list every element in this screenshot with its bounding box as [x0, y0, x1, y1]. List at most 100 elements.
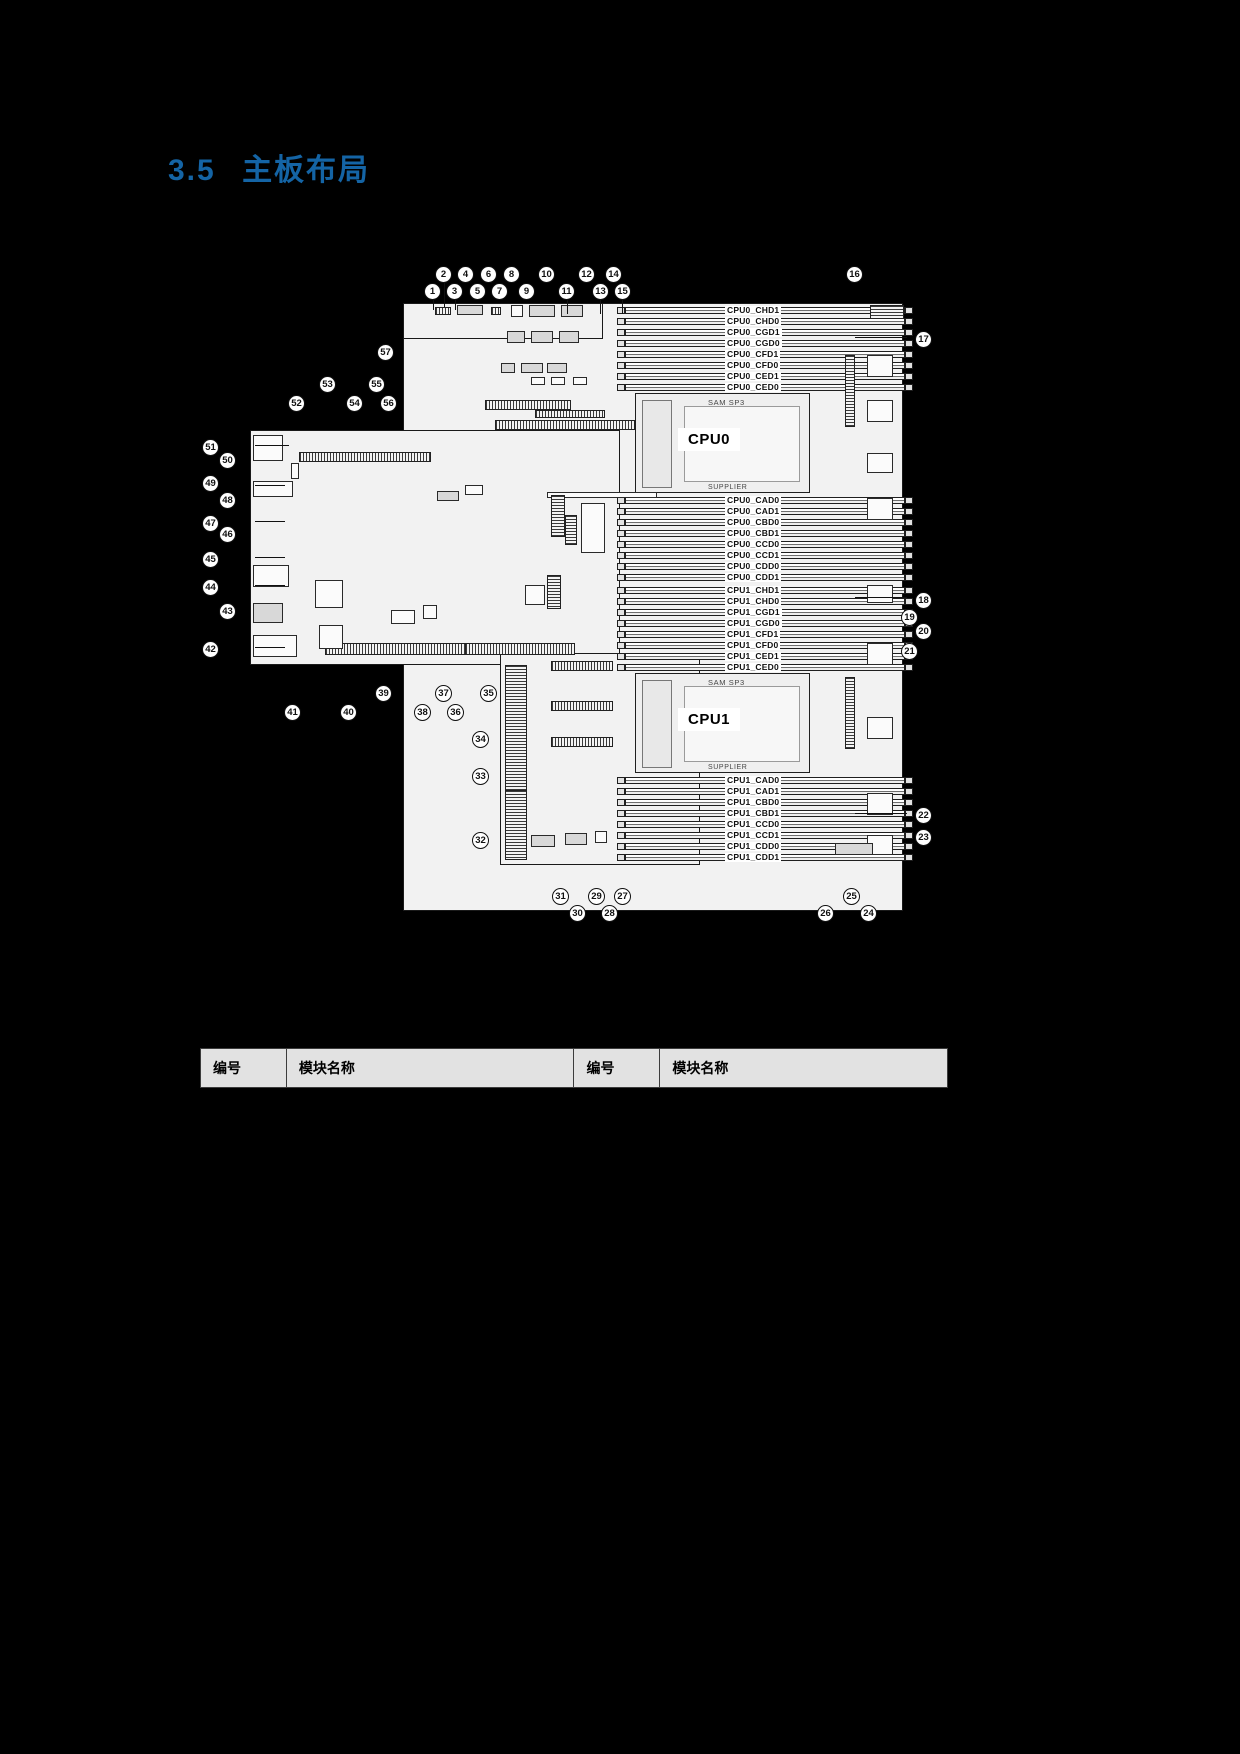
callout-47[interactable]: 47: [202, 515, 219, 532]
callout-43[interactable]: 43: [219, 603, 236, 620]
callout-24[interactable]: 24: [860, 905, 877, 922]
dimm-latch-left[interactable]: [617, 351, 625, 358]
dimm-latch-left[interactable]: [617, 340, 625, 347]
callout-46[interactable]: 46: [219, 526, 236, 543]
dimm-latch-right[interactable]: [905, 373, 913, 380]
callout-50[interactable]: 50: [219, 452, 236, 469]
dimm-latch-right[interactable]: [905, 340, 913, 347]
callout-7[interactable]: 7: [491, 283, 508, 300]
dimm-latch-left[interactable]: [617, 373, 625, 380]
dimm-latch-left[interactable]: [617, 384, 625, 391]
callout-3[interactable]: 3: [446, 283, 463, 300]
callout-41[interactable]: 41: [284, 704, 301, 721]
dimm-latch-left[interactable]: [617, 788, 625, 795]
dimm-latch-left[interactable]: [617, 821, 625, 828]
dimm-latch-right[interactable]: [905, 351, 913, 358]
callout-48[interactable]: 48: [219, 492, 236, 509]
dimm-latch-right[interactable]: [905, 832, 913, 839]
dimm-latch-left[interactable]: [617, 362, 625, 369]
callout-45[interactable]: 45: [202, 551, 219, 568]
dimm-latch-right[interactable]: [905, 574, 913, 581]
callout-6[interactable]: 6: [480, 266, 497, 283]
dimm-latch-left[interactable]: [617, 609, 625, 616]
callout-5[interactable]: 5: [469, 283, 486, 300]
callout-34[interactable]: 34: [472, 731, 489, 748]
callout-23[interactable]: 23: [915, 829, 932, 846]
dimm-latch-right[interactable]: [905, 541, 913, 548]
dimm-latch-left[interactable]: [617, 832, 625, 839]
dimm-latch-left[interactable]: [617, 854, 625, 861]
callout-44[interactable]: 44: [202, 579, 219, 596]
callout-35[interactable]: 35: [480, 685, 497, 702]
dimm-latch-right[interactable]: [905, 318, 913, 325]
callout-27[interactable]: 27: [614, 888, 631, 905]
callout-36[interactable]: 36: [447, 704, 464, 721]
callout-56[interactable]: 56: [380, 395, 397, 412]
callout-31[interactable]: 31: [552, 888, 569, 905]
dimm-latch-left[interactable]: [617, 777, 625, 784]
callout-54[interactable]: 54: [346, 395, 363, 412]
callout-51[interactable]: 51: [202, 439, 219, 456]
dimm-latch-right[interactable]: [905, 508, 913, 515]
dimm-latch-left[interactable]: [617, 519, 625, 526]
callout-57[interactable]: 57: [377, 344, 394, 361]
dimm-latch-left[interactable]: [617, 642, 625, 649]
dimm-latch-right[interactable]: [905, 530, 913, 537]
dimm-latch-left[interactable]: [617, 843, 625, 850]
callout-18[interactable]: 18: [915, 592, 932, 609]
dimm-latch-right[interactable]: [905, 821, 913, 828]
callout-4[interactable]: 4: [457, 266, 474, 283]
callout-30[interactable]: 30: [569, 905, 586, 922]
dimm-latch-left[interactable]: [617, 563, 625, 570]
dimm-latch-right[interactable]: [905, 563, 913, 570]
dimm-latch-right[interactable]: [905, 497, 913, 504]
dimm-latch-right[interactable]: [905, 587, 913, 594]
callout-10[interactable]: 10: [538, 266, 555, 283]
callout-22[interactable]: 22: [915, 807, 932, 824]
callout-19[interactable]: 19: [901, 609, 918, 626]
dimm-latch-left[interactable]: [617, 329, 625, 336]
callout-53[interactable]: 53: [319, 376, 336, 393]
callout-16[interactable]: 16: [846, 266, 863, 283]
dimm-latch-left[interactable]: [617, 620, 625, 627]
callout-37[interactable]: 37: [435, 685, 452, 702]
callout-14[interactable]: 14: [605, 266, 622, 283]
callout-11[interactable]: 11: [558, 283, 575, 300]
callout-40[interactable]: 40: [340, 704, 357, 721]
callout-52[interactable]: 52: [288, 395, 305, 412]
dimm-latch-right[interactable]: [905, 598, 913, 605]
callout-32[interactable]: 32: [472, 832, 489, 849]
dimm-latch-left[interactable]: [617, 530, 625, 537]
dimm-latch-right[interactable]: [905, 519, 913, 526]
dimm-latch-left[interactable]: [617, 508, 625, 515]
callout-13[interactable]: 13: [592, 283, 609, 300]
callout-17[interactable]: 17: [915, 331, 932, 348]
dimm-latch-right[interactable]: [905, 777, 913, 784]
dimm-latch-left[interactable]: [617, 552, 625, 559]
dimm-latch-right[interactable]: [905, 843, 913, 850]
dimm-latch-left[interactable]: [617, 587, 625, 594]
dimm-latch-right[interactable]: [905, 854, 913, 861]
callout-29[interactable]: 29: [588, 888, 605, 905]
callout-49[interactable]: 49: [202, 475, 219, 492]
dimm-latch-left[interactable]: [617, 810, 625, 817]
callout-9[interactable]: 9: [518, 283, 535, 300]
dimm-latch-right[interactable]: [905, 664, 913, 671]
dimm-latch-left[interactable]: [617, 799, 625, 806]
callout-38[interactable]: 38: [414, 704, 431, 721]
dimm-latch-right[interactable]: [905, 329, 913, 336]
callout-21[interactable]: 21: [901, 643, 918, 660]
callout-28[interactable]: 28: [601, 905, 618, 922]
dimm-latch-left[interactable]: [617, 318, 625, 325]
callout-26[interactable]: 26: [817, 905, 834, 922]
dimm-latch-left[interactable]: [617, 664, 625, 671]
dimm-latch-left[interactable]: [617, 574, 625, 581]
dimm-latch-right[interactable]: [905, 788, 913, 795]
callout-15[interactable]: 15: [614, 283, 631, 300]
callout-25[interactable]: 25: [843, 888, 860, 905]
callout-2[interactable]: 2: [435, 266, 452, 283]
dimm-latch-left[interactable]: [617, 653, 625, 660]
dimm-latch-left[interactable]: [617, 631, 625, 638]
callout-1[interactable]: 1: [424, 283, 441, 300]
callout-42[interactable]: 42: [202, 641, 219, 658]
